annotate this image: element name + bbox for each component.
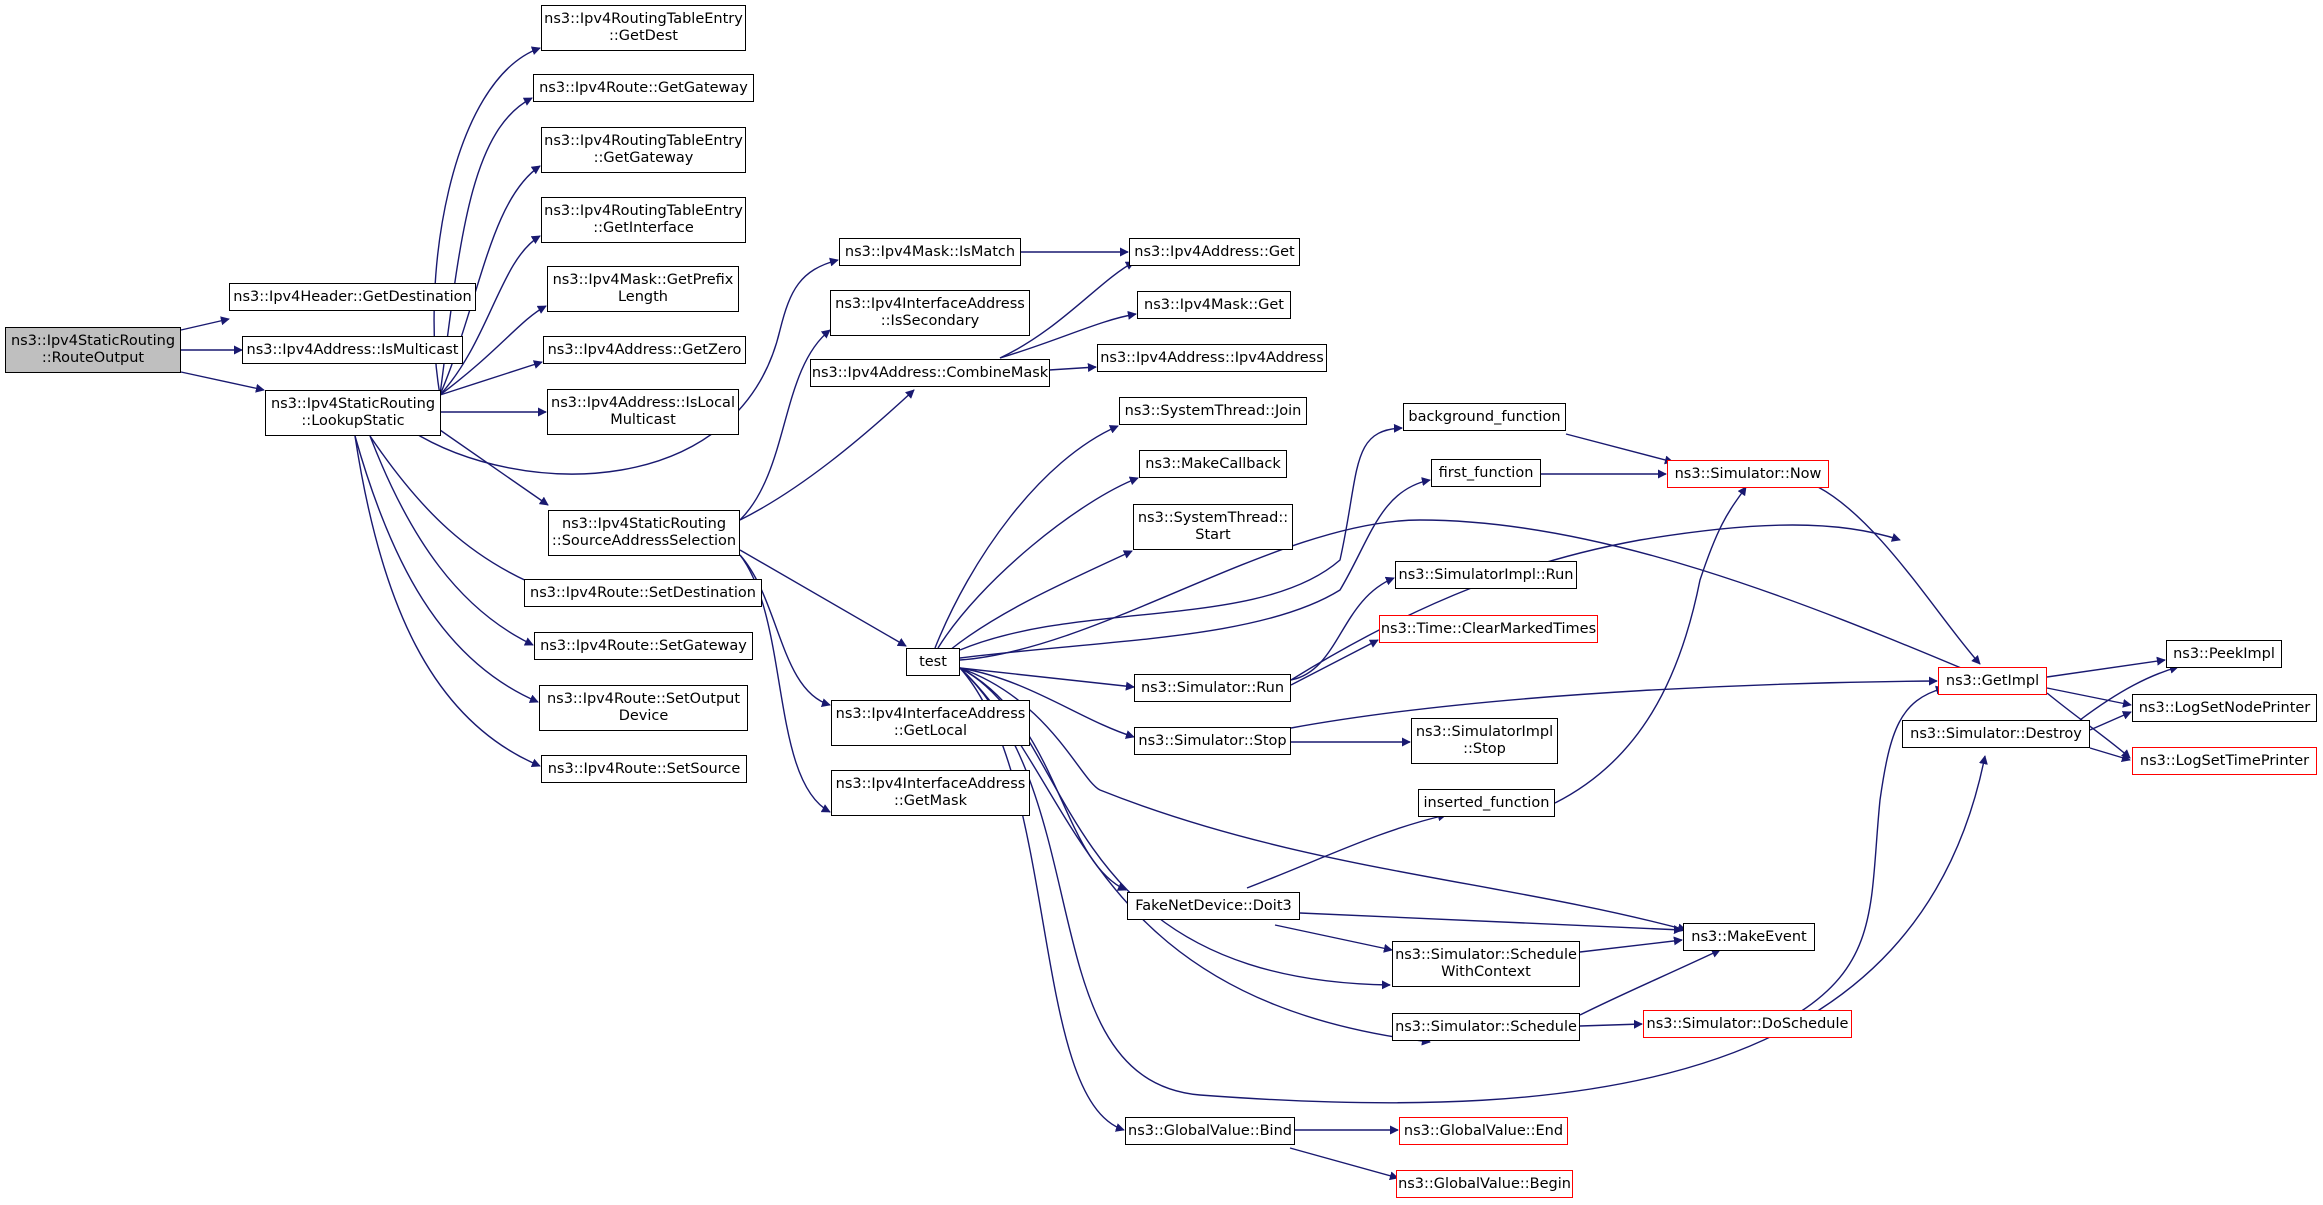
node-mask-is-match[interactable]: ns3::Ipv4Mask::IsMatch [839,238,1021,266]
edge-lookupstatic-setsource [354,435,541,768]
node-route-get-gateway[interactable]: ns3::Ipv4Route::GetGateway [533,74,754,102]
node-inserted-function[interactable]: inserted_function [1418,789,1555,817]
edge-test-simrun [959,667,1135,691]
node-log-set-node-printer[interactable]: ns3::LogSetNodePrinter [2132,694,2317,722]
node-gv-bind[interactable]: ns3::GlobalValue::Bind [1125,1117,1295,1145]
edge-doit3-makeevent [1299,912,1683,935]
node-rte-get-gateway[interactable]: ns3::Ipv4RoutingTableEntry ::GetGateway [541,127,746,173]
edge-sas-test [739,549,907,647]
node-route-output: ns3::Ipv4StaticRouting ::RouteOutput [5,327,181,373]
edge-getimpl-lognodeprinter [2046,687,2132,708]
node-addr-ipv4address[interactable]: ns3::Ipv4Address::Ipv4Address [1097,344,1327,372]
edge-sas-issecondary [739,329,831,521]
node-log-set-time-printer[interactable]: ns3::LogSetTimePrinter [2132,747,2317,775]
edge-lookupstatic-getzero [439,360,543,396]
edge-combinemask-maskget [999,310,1137,359]
edge-schedule-makeevent [1579,949,1721,1016]
edge-sas-combinemask [739,389,915,521]
edge-test-makecallback [937,476,1139,649]
edge-test-systhreadstart [949,550,1133,651]
node-make-event[interactable]: ns3::MakeEvent [1683,923,1815,951]
edge-simrun-simimplrun [1290,576,1395,681]
edge-simrun-clearmarked [1290,639,1379,686]
node-time-clear-marked[interactable]: ns3::Time::ClearMarkedTimes [1379,615,1598,643]
node-gv-begin[interactable]: ns3::GlobalValue::Begin [1396,1170,1573,1198]
node-addr-get[interactable]: ns3::Ipv4Address::Get [1129,238,1300,266]
node-fake-doit3[interactable]: FakeNetDevice::Doit3 [1127,892,1300,920]
node-addr-is-local-multicast[interactable]: ns3::Ipv4Address::IsLocal Multicast [547,389,739,435]
node-sim-run[interactable]: ns3::Simulator::Run [1134,674,1291,702]
edge-combinemask-addrget [999,261,1135,359]
node-make-callback[interactable]: ns3::MakeCallback [1139,450,1287,478]
edge-getimpl-peekimpl [2046,656,2166,678]
edge-doit3-inserted [1246,812,1447,889]
node-sim-now[interactable]: ns3::Simulator::Now [1667,460,1829,488]
node-simimpl-stop[interactable]: ns3::SimulatorImpl ::Stop [1411,718,1558,764]
node-is-multicast[interactable]: ns3::Ipv4Address::IsMulticast [242,336,463,364]
edge-test-simstop [959,667,1135,739]
node-get-destination[interactable]: ns3::Ipv4Header::GetDestination [229,283,476,311]
edge-test-join [934,425,1119,649]
edge-test-makeevent [959,667,1687,933]
node-mask-get-prefix-length[interactable]: ns3::Ipv4Mask::GetPrefix Length [547,266,739,312]
node-sim-do-schedule[interactable]: ns3::Simulator::DoSchedule [1643,1010,1852,1038]
edge-routeoutput-getdestination [180,316,230,331]
node-addr-combine-mask[interactable]: ns3::Ipv4Address::CombineMask [810,359,1050,387]
edge-sas-getlocal [739,554,831,707]
edge-destroy-lognodeprinter [2089,711,2132,731]
edge-destroy-peekimpl [2079,664,2179,721]
node-systhread-join[interactable]: ns3::SystemThread::Join [1119,397,1307,425]
edge-test-backgroundfunction [959,423,1403,651]
edge-doit3-schedulewithcontext [1274,924,1393,953]
node-ifaddr-get-local[interactable]: ns3::Ipv4InterfaceAddress ::GetLocal [831,700,1030,746]
node-sim-schedule-with-context[interactable]: ns3::Simulator::Schedule WithContext [1392,941,1580,987]
edge-inserted-simnow [1554,486,1747,804]
edge-combinemask-ipv4address [1048,363,1097,373]
node-rte-get-dest[interactable]: ns3::Ipv4RoutingTableEntry ::GetDest [541,5,746,51]
node-first-function[interactable]: first_function [1431,459,1541,487]
node-gv-end[interactable]: ns3::GlobalValue::End [1399,1117,1568,1145]
edge-test-firstfunction [959,477,1431,659]
edge-backgroundfunction-simnow [1565,433,1674,465]
edge-lookupstatic-sourceaddressselection [439,429,549,506]
node-simimpl-run[interactable]: ns3::SimulatorImpl::Run [1395,561,1577,589]
node-test[interactable]: test [906,648,960,676]
edge-gvbind-gvbegin [1289,1147,1399,1181]
node-background-function[interactable]: background_function [1403,403,1566,431]
edge-lookupstatic-rtegetinterface [439,235,541,396]
node-rte-get-interface[interactable]: ns3::Ipv4RoutingTableEntry ::GetInterfac… [541,197,746,243]
node-addr-get-zero[interactable]: ns3::Ipv4Address::GetZero [543,336,746,364]
node-systhread-start[interactable]: ns3::SystemThread:: Start [1133,504,1293,550]
node-sim-schedule[interactable]: ns3::Simulator::Schedule [1392,1013,1580,1041]
edge-lookupstatic-getprefixlength [439,305,547,396]
edge-simnow-getimpl [1817,486,1981,665]
edge-lookupstatic-setdestination [369,435,549,592]
node-route-set-destination[interactable]: ns3::Ipv4Route::SetDestination [524,579,762,607]
edge-lookupstatic-setgateway [369,435,534,646]
node-ifaddr-get-mask[interactable]: ns3::Ipv4InterfaceAddress ::GetMask [831,770,1030,816]
node-peek-impl[interactable]: ns3::PeekImpl [2166,640,2282,668]
node-route-set-source[interactable]: ns3::Ipv4Route::SetSource [541,755,747,783]
edge-test-getimpl [959,519,1981,677]
node-route-set-output-device[interactable]: ns3::Ipv4Route::SetOutput Device [539,685,748,731]
node-mask-get[interactable]: ns3::Ipv4Mask::Get [1137,291,1291,319]
edge-schedule-doschedule [1579,1019,1643,1029]
edge-doschedule-getimpl [1799,685,1945,1013]
edge-schedulewithcontext-makeevent [1579,936,1683,953]
edge-test-destroy [959,667,1988,1104]
node-lookup-static[interactable]: ns3::Ipv4StaticRouting ::LookupStatic [265,390,441,436]
edge-destroy-logtimeprinter [2089,747,2131,762]
node-sim-destroy[interactable]: ns3::Simulator::Destroy [1902,720,2090,748]
node-route-set-gateway[interactable]: ns3::Ipv4Route::SetGateway [534,632,753,660]
edge-simstop-getimpl [1290,676,1938,729]
node-source-address-selection[interactable]: ns3::Ipv4StaticRouting ::SourceAddressSe… [548,510,740,556]
edge-lookupstatic-setoutputdevice [354,435,539,703]
node-get-impl[interactable]: ns3::GetImpl [1938,667,2047,695]
edge-routeoutput-lookupstatic [180,371,265,393]
node-sim-stop[interactable]: ns3::Simulator::Stop [1134,727,1291,755]
node-ifaddr-is-secondary[interactable]: ns3::Ipv4InterfaceAddress ::IsSecondary [830,290,1030,336]
